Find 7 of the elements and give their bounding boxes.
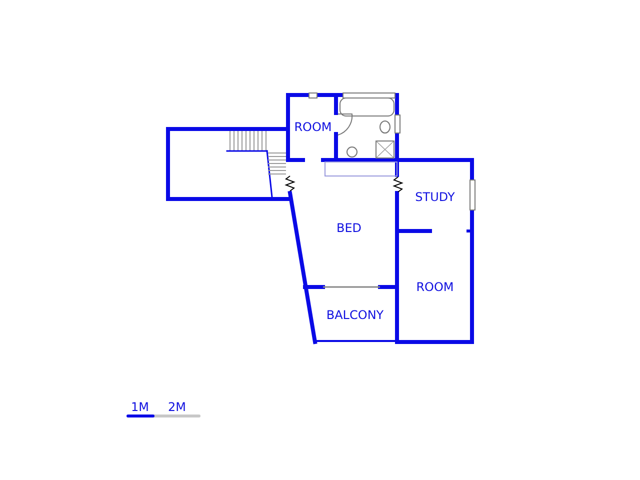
scale-label: 2M xyxy=(168,401,186,413)
room-label: BED xyxy=(336,222,362,234)
room-label: ROOM xyxy=(416,281,454,293)
scale-label: 1M xyxy=(131,401,149,413)
room-label: BALCONY xyxy=(326,309,384,321)
room-label: ROOM xyxy=(294,121,332,133)
room-label: STUDY xyxy=(415,191,455,203)
